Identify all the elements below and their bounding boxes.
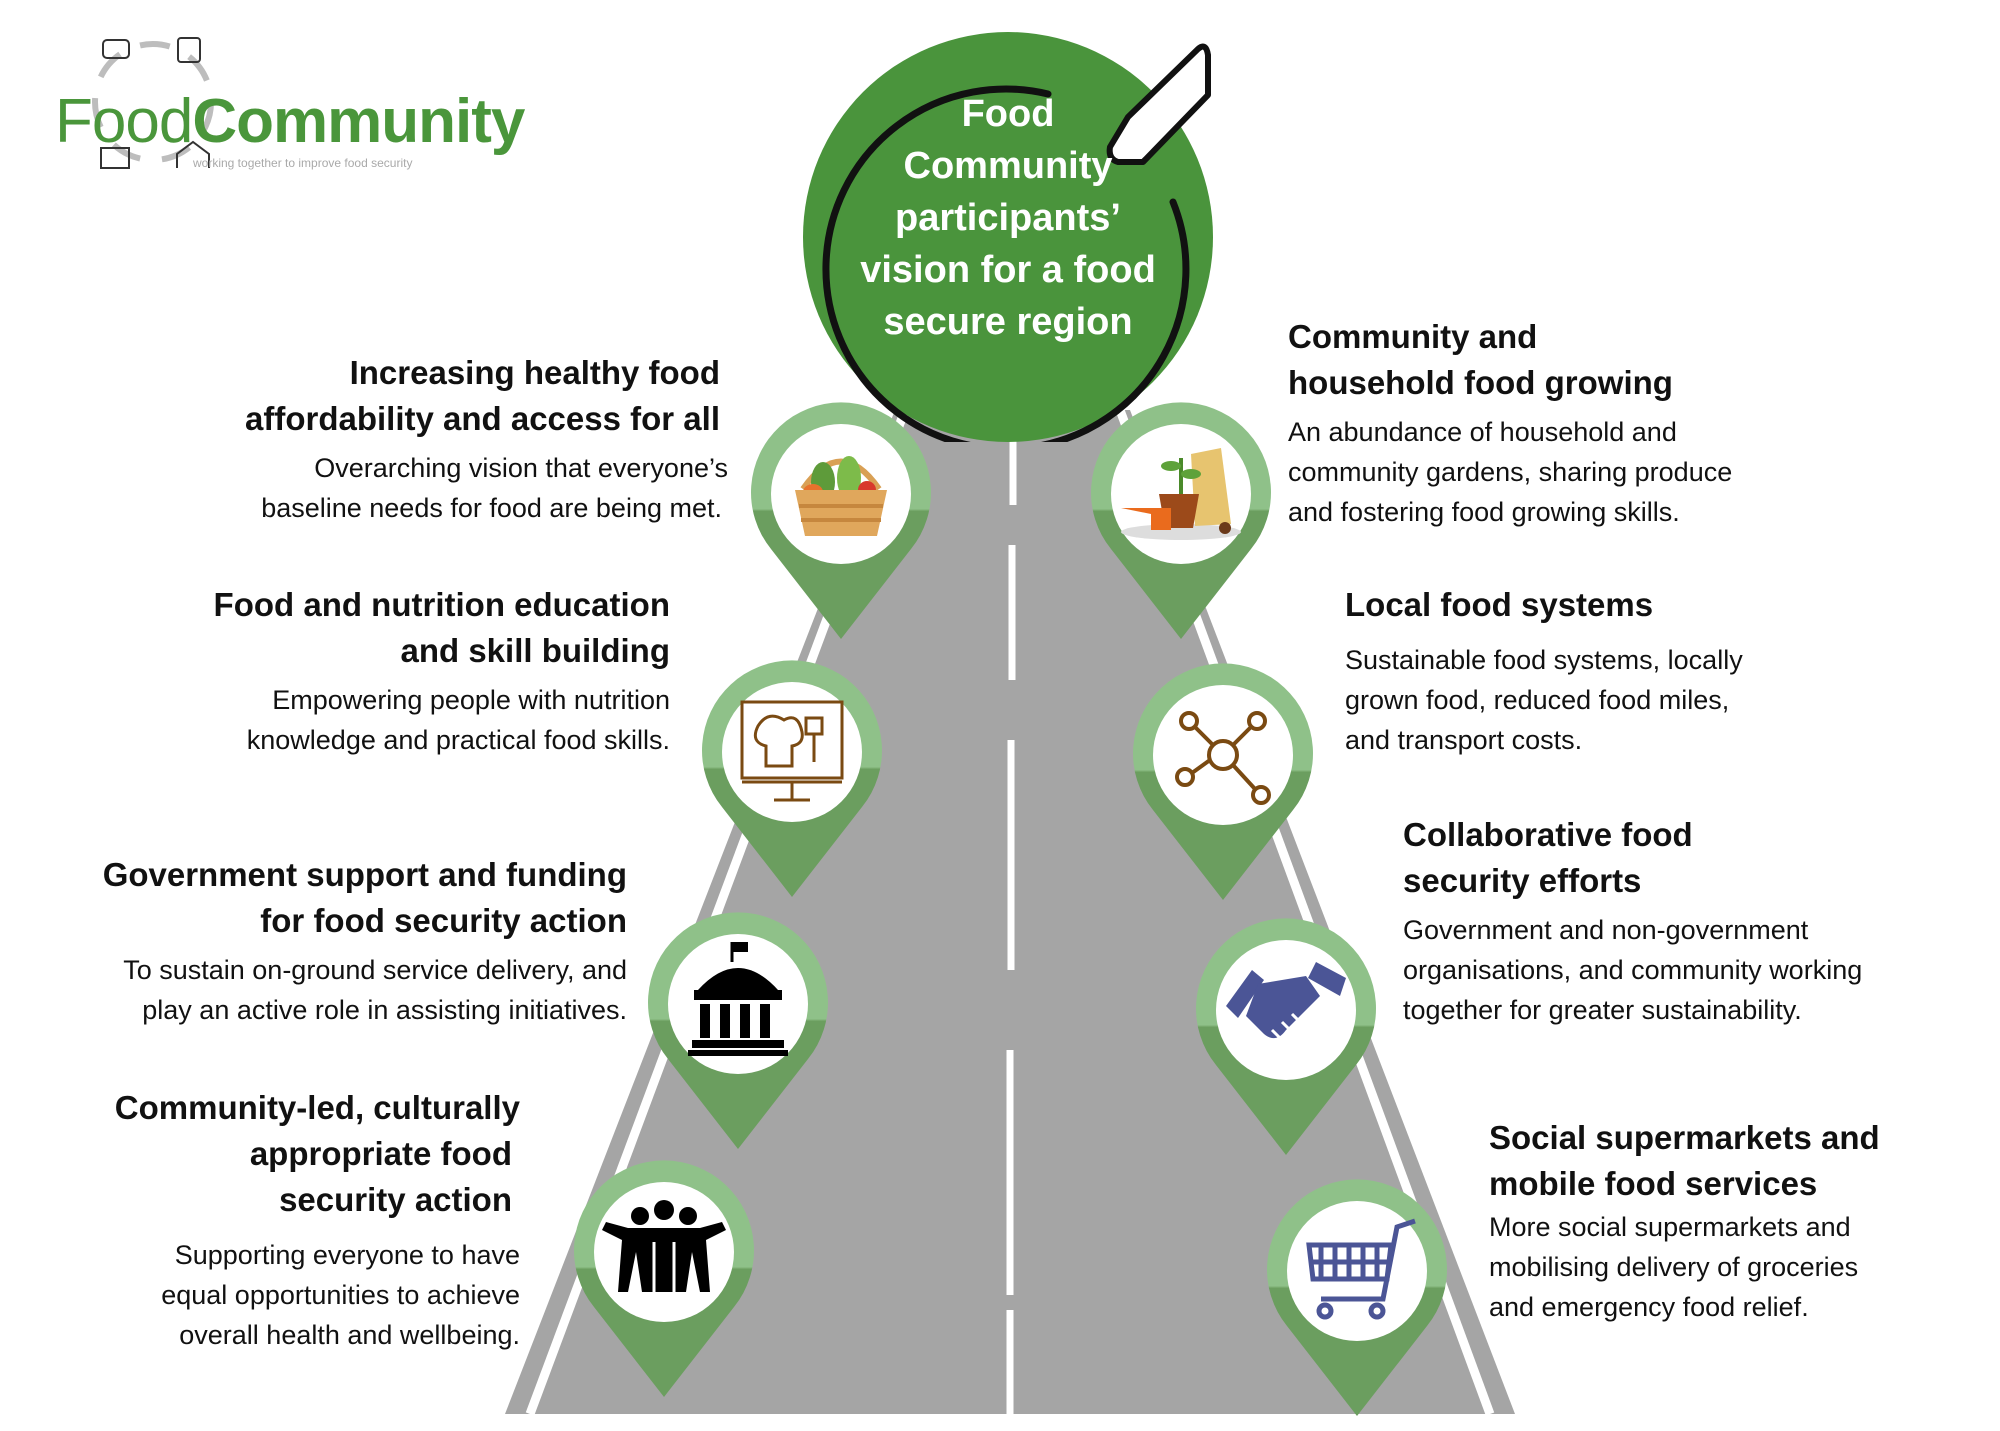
item-body: equal opportunities to achieve [161,1280,520,1310]
item-heading: Social supermarkets and [1489,1119,1880,1156]
item-heading: for food security action [260,902,627,939]
item-heading: and skill building [400,632,670,669]
item-heading: appropriate food [249,1135,512,1172]
shopping-cart-icon [1306,1218,1416,1320]
item-body: mobilising delivery of groceries [1489,1252,1859,1282]
gardening-icon [1121,448,1241,540]
item-body: and emergency food relief. [1489,1292,1809,1322]
item-body: and transport costs. [1345,725,1583,755]
vision-hub-circle [803,32,1213,442]
item-heading: Local food systems [1345,586,1654,623]
chef-presentation-board-icon [740,700,844,802]
item-heading: affordability and access for all [245,400,720,437]
item-body: Overarching vision that everyone’s [314,453,728,483]
item-body: More social supermarkets and [1489,1212,1851,1242]
item-heading: household food growing [1288,364,1673,401]
government-building-icon [688,942,788,1056]
item-nutrition-education: Food and nutrition education and skill b… [214,582,670,760]
item-body: An abundance of household and [1288,417,1677,447]
item-body: and fostering food growing skills. [1288,497,1680,527]
item-government-support: Government support and funding for food … [103,852,627,1030]
item-body: Government and non-government [1403,915,1809,945]
people-group-icon [602,1200,726,1292]
item-body: together for greater sustainability. [1403,995,1802,1025]
map-pin-marker [1262,1176,1452,1426]
road-centre-dashes [1006,440,1017,1414]
item-body: overall health and wellbeing. [179,1320,520,1350]
item-body: Sustainable food systems, locally [1345,645,1743,675]
item-body: Empowering people with nutrition [272,685,670,715]
item-body: baseline needs for food are being met. [261,493,722,523]
item-heading: Community-led, culturally [114,1089,520,1126]
item-body: organisations, and community working [1403,955,1863,985]
map-pin-marker [1191,915,1381,1165]
map-pin-marker [1086,399,1276,649]
item-collaborative-efforts: Collaborative food security efforts Gove… [1403,812,1862,1030]
item-social-supermarkets: Social supermarkets and mobile food serv… [1489,1115,1880,1327]
item-food-growing: Community and household food growing An … [1288,314,1732,532]
food-basket-icon [795,456,887,536]
logo-word-food: Food [55,87,193,156]
item-local-food-systems: Local food systems Sustainable food syst… [1345,582,1743,760]
item-body: Supporting everyone to have [174,1240,520,1270]
item-heading: Community and [1288,318,1538,355]
logo-word-community: Community [192,87,525,156]
item-community-led-action: Community-led, culturally appropriate fo… [115,1085,520,1355]
item-heading: Food and nutrition education [213,586,670,623]
item-body: community gardens, sharing produce [1288,457,1733,487]
item-body: knowledge and practical food skills. [246,725,670,755]
arrow-target-icon [1106,43,1211,165]
item-heading: security efforts [1403,862,1642,899]
map-pin-marker [746,399,936,649]
item-body: grown food, reduced food miles, [1345,685,1730,715]
item-healthy-food-affordability: Increasing healthy food affordability an… [245,350,728,528]
item-heading: mobile food services [1489,1165,1818,1202]
item-heading: security action [279,1181,512,1218]
handshake-icon [1226,962,1346,1042]
logo-tagline: working together to improve food securit… [193,156,413,170]
vision-hub-title: Food Community participants’ vision for … [860,93,1156,343]
item-body: play an active role in assisting initiat… [142,995,627,1025]
network-nodes-icon [1175,711,1271,805]
logo-wordmark: Food Community [55,87,525,156]
map-pin-marker [697,657,887,907]
logo-ring-icon [92,37,214,169]
item-body: To sustain on-ground service delivery, a… [123,955,627,985]
map-pin-marker [569,1157,759,1407]
item-heading: Government support and funding [102,856,627,893]
foodcommunity-logo: Food Community working together to impro… [25,30,525,180]
item-heading: Increasing healthy food [349,354,720,391]
map-pin-marker [643,909,833,1159]
item-heading: Collaborative food [1403,816,1693,853]
map-pin-marker [1128,660,1318,910]
